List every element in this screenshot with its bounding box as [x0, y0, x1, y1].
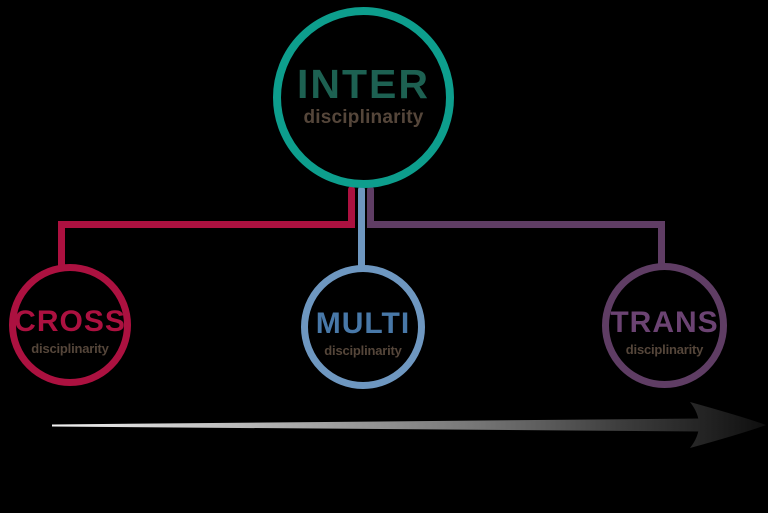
node-subtitle: disciplinarity: [303, 107, 424, 128]
node-content: TRANS disciplinarity: [610, 305, 719, 357]
connector-stub-trans: [367, 186, 374, 228]
node-transdisciplinarity: TRANS disciplinarity: [602, 263, 727, 388]
node-title: TRANS: [610, 305, 719, 339]
connector-multi: [358, 186, 365, 268]
node-subtitle: disciplinarity: [324, 343, 402, 358]
node-title: MULTI: [315, 307, 411, 340]
connector-stub-cross: [348, 186, 355, 228]
connector-drop-trans: [658, 221, 665, 266]
node-subtitle: disciplinarity: [625, 341, 704, 357]
node-content: INTER disciplinarity: [297, 61, 430, 128]
right-arrow-icon: [52, 402, 766, 448]
node-title: INTER: [297, 61, 430, 107]
node-subtitle: disciplinarity: [31, 341, 109, 356]
node-interdisciplinarity: INTER disciplinarity: [273, 7, 454, 188]
node-crossdisciplinarity: CROSS disciplinarity: [9, 264, 131, 386]
connector-horizontal-trans: [367, 221, 665, 228]
connector-drop-cross: [58, 221, 65, 267]
node-title: CROSS: [14, 305, 126, 338]
node-content: MULTI disciplinarity: [315, 307, 411, 358]
node-multidisciplinarity: MULTI disciplinarity: [301, 265, 425, 389]
connector-horizontal-cross: [58, 221, 355, 228]
arrow-shaft: [52, 418, 700, 432]
arrow-head: [690, 402, 766, 448]
node-content: CROSS disciplinarity: [14, 305, 126, 356]
